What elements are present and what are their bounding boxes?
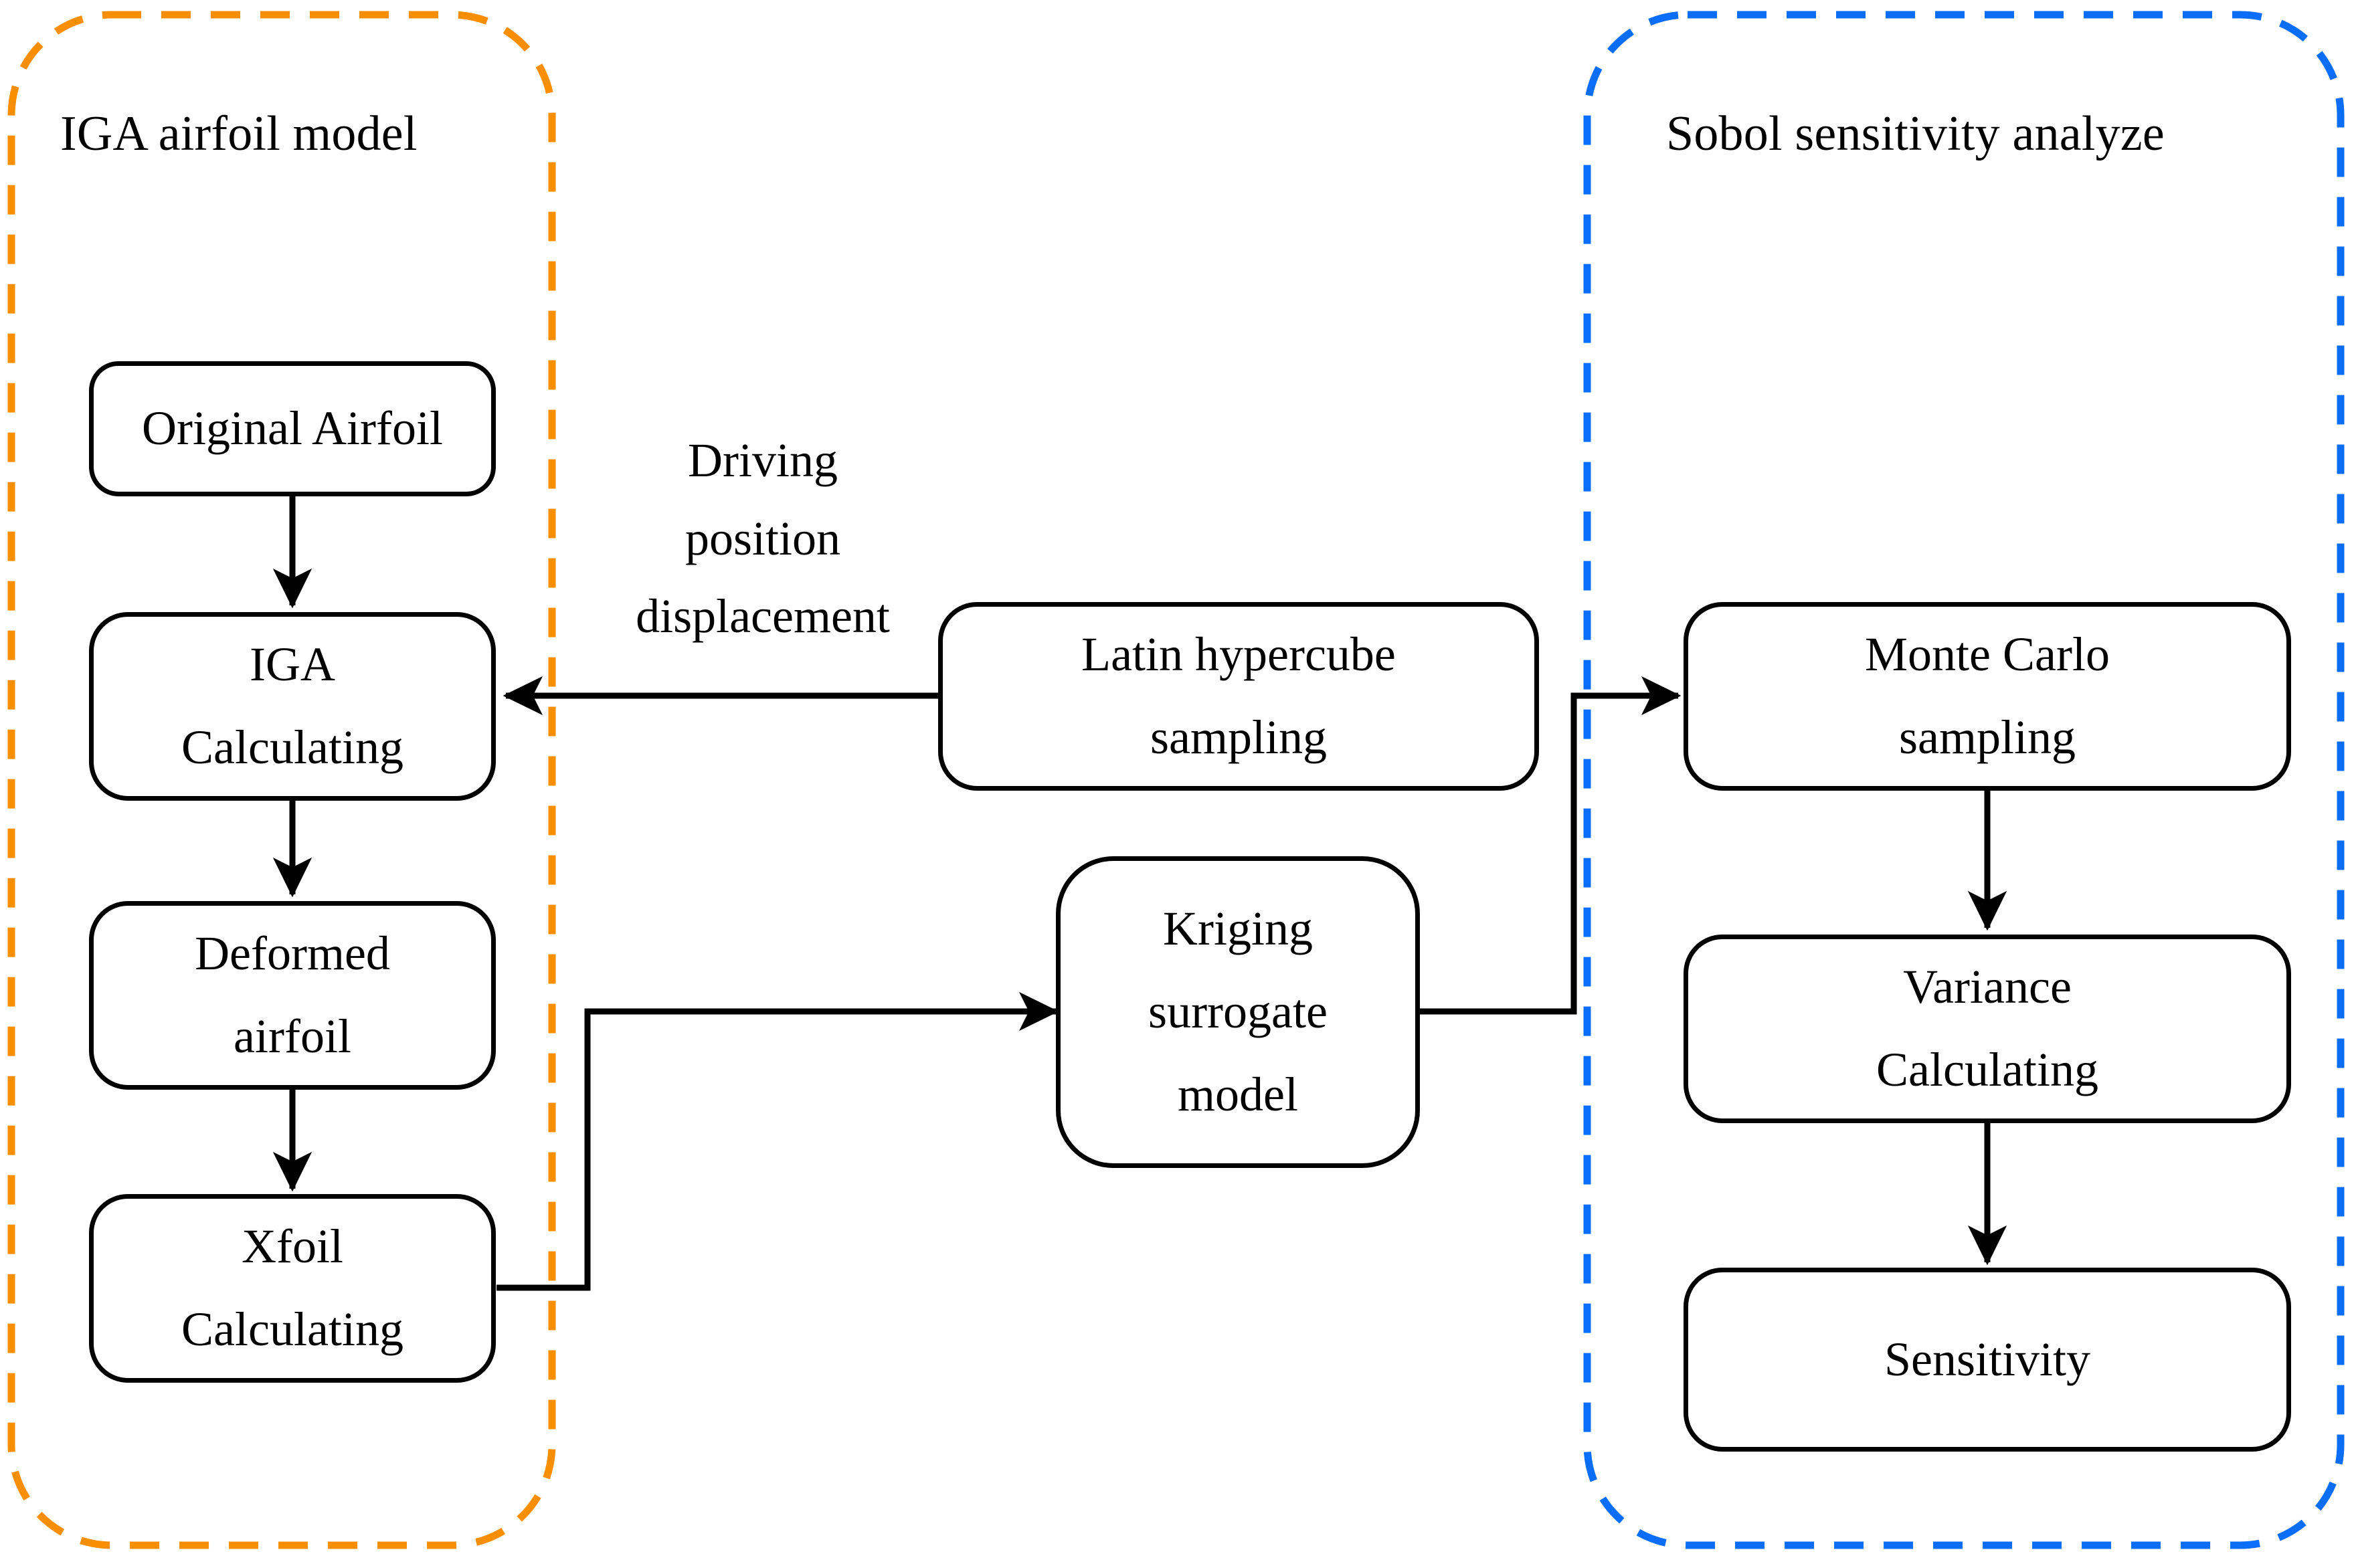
node-variance-calculating-line-1: Variance xyxy=(1903,960,2072,1014)
edge-xfoil-calculating-to-kriging-surrogate-model xyxy=(496,991,1059,1291)
edge-label-line-1: Driving xyxy=(688,433,838,487)
node-monte-carlo-sampling-line-1: Monte Carlo xyxy=(1865,627,2110,682)
node-kriging-surrogate-model-line-1: Kriging xyxy=(1163,902,1313,956)
group-outline-sobol-sensitivity-analyze xyxy=(1583,11,2345,1549)
node-xfoil-calculating[interactable]: Xfoil Calculating xyxy=(89,1194,496,1383)
node-deformed-airfoil-line-1: Deformed xyxy=(195,926,390,981)
node-original-airfoil[interactable]: Original Airfoil xyxy=(89,361,496,496)
node-variance-calculating-line-2: Calculating xyxy=(1876,1043,2098,1096)
node-xfoil-calculating-line-2: Calculating xyxy=(181,1302,403,1356)
node-deformed-airfoil-line-2: airfoil xyxy=(234,1009,351,1063)
node-original-airfoil-line-1: Original Airfoil xyxy=(142,401,443,456)
node-xfoil-calculating-line-1: Xfoil xyxy=(242,1219,343,1274)
node-monte-carlo-sampling-line-2: sampling xyxy=(1899,710,2076,764)
node-monte-carlo-sampling[interactable]: Monte Carlo sampling xyxy=(1684,602,2291,791)
node-iga-calculating-line-1: IGA xyxy=(250,638,335,692)
group-outline-iga-airfoil-model xyxy=(7,11,556,1549)
edge-label-driving-position-displacement: Driving position displacement xyxy=(609,421,917,656)
node-kriging-surrogate-model-line-2: surrogate xyxy=(1148,985,1328,1039)
node-iga-calculating-line-2: Calculating xyxy=(181,720,403,774)
node-latin-hypercube-sampling[interactable]: Latin hypercube sampling xyxy=(938,602,1539,791)
node-latin-hypercube-sampling-line-1: Latin hypercube xyxy=(1081,627,1396,682)
node-variance-calculating[interactable]: Variance Calculating xyxy=(1684,935,2291,1123)
group-label-sobol-sensitivity-analyze: Sobol sensitivity analyze xyxy=(1666,106,2165,161)
node-latin-hypercube-sampling-line-2: sampling xyxy=(1150,710,1327,764)
edge-label-line-3: displacement xyxy=(636,589,890,644)
node-kriging-surrogate-model-line-3: model xyxy=(1178,1067,1298,1121)
node-kriging-surrogate-model[interactable]: Kriging surrogate model xyxy=(1056,856,1420,1168)
node-iga-calculating[interactable]: IGA Calculating xyxy=(89,612,496,801)
edge-label-line-2: position xyxy=(685,511,841,565)
node-sensitivity[interactable]: Sensitivity xyxy=(1684,1268,2291,1452)
edge-kriging-surrogate-model-to-monte-carlo-sampling xyxy=(1420,676,1682,1015)
node-deformed-airfoil[interactable]: Deformed airfoil xyxy=(89,901,496,1090)
group-label-iga-airfoil-model: IGA airfoil model xyxy=(60,106,418,161)
node-sensitivity-line-1: Sensitivity xyxy=(1884,1332,2091,1386)
